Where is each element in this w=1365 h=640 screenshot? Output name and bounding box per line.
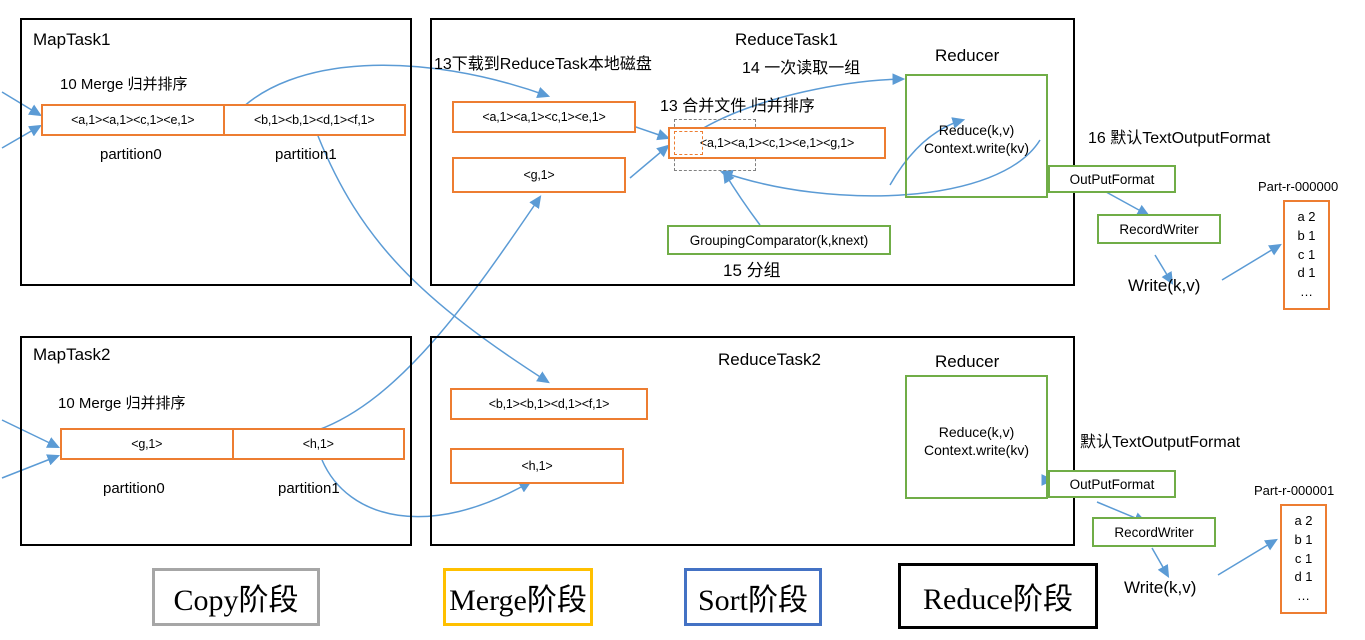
grouping-comparator-box: GroupingComparator(k,knext) [667, 225, 891, 255]
maptask1-title: MapTask1 [33, 30, 111, 49]
partfile2-box: a 2 b 1 c 1 d 1 … [1280, 504, 1327, 614]
merged-first-key-highlight [674, 131, 703, 155]
reducetask1-merge-label: 13 合并文件 归并排序 [660, 98, 815, 115]
write1-label: Write(k,v) [1128, 276, 1201, 295]
reducetask2-fetched-file-2: <h,1> [450, 448, 624, 484]
reducer1-title: Reducer [935, 46, 1000, 65]
reducer1-line2: Context.write(kv) [923, 140, 1030, 156]
write2-label: Write(k,v) [1124, 578, 1197, 597]
legend-item-merge: Merge阶段 [443, 568, 593, 626]
reducetask1-container [430, 18, 1075, 286]
maptask1-partition1-label: partition1 [275, 146, 337, 163]
reducetask1-merged-file: <a,1><a,1><c,1><e,1><g,1> [668, 127, 886, 159]
arrow-write-to-partfile-1 [1221, 243, 1282, 281]
maptask2-partition0-label: partition0 [103, 480, 165, 497]
partfile1-row-4: … [1300, 284, 1313, 300]
grouping-label: 15 分组 [723, 261, 781, 280]
partfile1-name: Part-r-000000 [1258, 179, 1339, 194]
outputformat1-label: 16 默认TextOutputFormat [1088, 130, 1271, 147]
maptask2-title: MapTask2 [33, 345, 111, 364]
maptask2-container [20, 336, 412, 546]
maptask1-step-label: 10 Merge 归并排序 [60, 76, 188, 93]
maptask1-partition1-cell: <b,1><b,1><d,1><f,1> [254, 113, 375, 127]
reducer2-line2: Context.write(kv) [923, 442, 1030, 458]
reducetask1-download-label: 13下载到ReduceTask本地磁盘 [434, 56, 652, 73]
outputformat1-box: OutPutFormat [1048, 165, 1176, 193]
maptask1-container [20, 18, 412, 286]
reducer1-line1: Reduce(k,v) [938, 122, 1015, 138]
reducer2-box [905, 375, 1048, 499]
partfile1-box: a 2 b 1 c 1 d 1 … [1283, 200, 1330, 310]
reducer2-line1: Reduce(k,v) [938, 424, 1015, 440]
maptask1-partition0-label: partition0 [100, 146, 162, 163]
reducetask2-title: ReduceTask2 [718, 350, 822, 369]
partfile2-row-1: b 1 [1294, 531, 1313, 547]
maptask2-partition1-label: partition1 [278, 480, 340, 497]
maptask2-step-label: 10 Merge 归并排序 [58, 395, 186, 412]
partfile2-name: Part-r-000001 [1254, 483, 1335, 498]
partfile2-row-0: a 2 [1294, 512, 1313, 528]
reducetask1-read-group-label: 14 一次读取一组 [742, 60, 861, 77]
reducer1-box [905, 74, 1048, 198]
reducetask1-fetched-file-1: <a,1><a,1><c,1><e,1> [452, 101, 636, 133]
recordwriter2-box: RecordWriter [1092, 517, 1216, 547]
maptask2-partition1-cell: <h,1> [302, 437, 334, 451]
partfile1-row-3: d 1 [1297, 265, 1316, 281]
arrow-write-to-partfile-2 [1217, 538, 1278, 576]
reducetask1-fetched-file-2: <g,1> [452, 157, 626, 193]
maptask1-partition0-cell: <a,1><a,1><c,1><e,1> [43, 106, 225, 134]
outputformat2-box: OutPutFormat [1048, 470, 1176, 498]
arrow-recordwriter-to-write-2 [1151, 547, 1170, 578]
reducetask1-title: ReduceTask1 [735, 30, 839, 49]
partfile1-row-2: c 1 [1297, 246, 1316, 262]
partfile1-row-1: b 1 [1297, 227, 1316, 243]
maptask1-partitions: <a,1><a,1><c,1><e,1> <b,1><b,1><d,1><f,1… [41, 104, 406, 136]
partfile1-row-0: a 2 [1297, 208, 1316, 224]
legend-item-copy: Copy阶段 [152, 568, 320, 626]
legend-item-reduce: Reduce阶段 [898, 563, 1098, 629]
partfile2-row-3: d 1 [1294, 569, 1313, 585]
reducetask2-container [430, 336, 1075, 546]
reducetask2-fetched-file-1: <b,1><b,1><d,1><f,1> [450, 388, 648, 420]
legend-item-sort: Sort阶段 [684, 568, 822, 626]
partfile2-row-2: c 1 [1294, 550, 1313, 566]
recordwriter1-box: RecordWriter [1097, 214, 1221, 244]
outputformat2-label: 默认TextOutputFormat [1080, 434, 1241, 451]
maptask2-partition0-cell: <g,1> [62, 430, 234, 458]
maptask2-partitions: <g,1> <h,1> [60, 428, 405, 460]
partfile2-row-4: … [1297, 588, 1310, 604]
reducer2-title: Reducer [935, 352, 1000, 371]
